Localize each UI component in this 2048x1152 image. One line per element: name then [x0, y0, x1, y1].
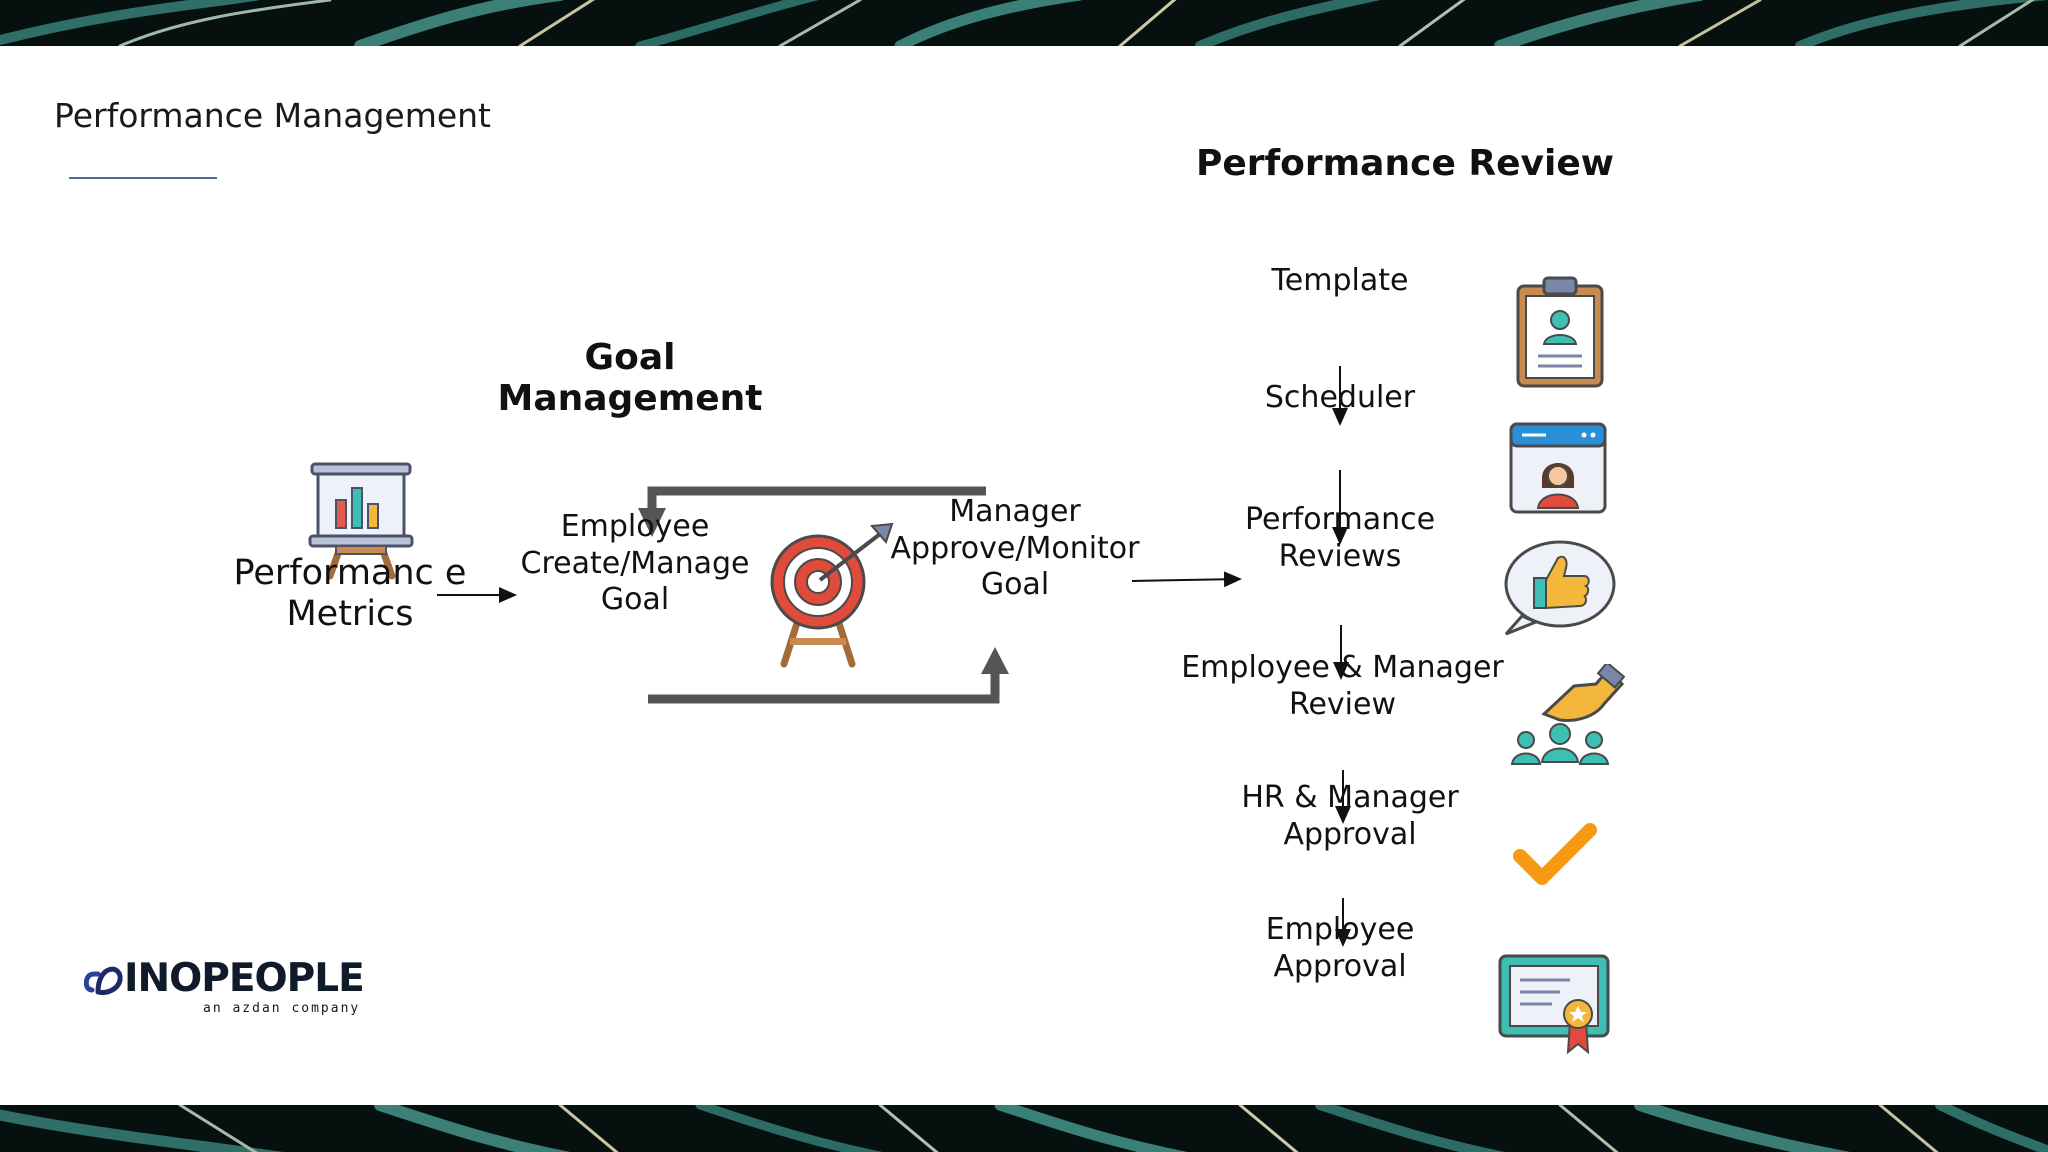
performance-review-heading: Performance Review	[1195, 143, 1615, 184]
performance-metrics-label: Performanc e Metrics	[233, 553, 467, 635]
slide-title: Performance Management	[54, 96, 491, 135]
goal-management-heading: Goal Management	[497, 337, 763, 420]
decorative-leaf-band-bottom	[0, 1105, 2048, 1152]
goal-to-review-arrow	[1131, 571, 1242, 588]
thumbs-up-bubble-icon	[1500, 538, 1618, 642]
review-step-template: Template	[1271, 263, 1409, 298]
checkmark-icon	[1512, 822, 1598, 896]
manager-goal-step: Manager Approve/Monitor Goal	[890, 494, 1140, 603]
presentation-chart-icon	[306, 458, 418, 584]
slide-canvas	[0, 46, 2048, 1105]
goal-loop-arrowhead-down	[638, 508, 666, 537]
review-step-scheduler: Scheduler	[1264, 380, 1416, 415]
goal-loop-arrow-top	[647, 486, 986, 510]
browser-profile-icon	[1506, 418, 1610, 522]
target-arrow-icon	[768, 520, 898, 672]
review-step-performance-reviews: Performance Reviews	[1244, 502, 1436, 574]
logo-tagline: an azdan company	[203, 1001, 361, 1016]
decorative-leaf-band-top	[0, 0, 2048, 46]
title-underline	[69, 177, 217, 179]
goal-loop-arrowhead-up	[981, 647, 1009, 674]
clipboard-profile-icon	[1510, 270, 1610, 394]
inopeople-logo: INOPEOPLE an azdan company	[84, 956, 384, 1026]
logo-mark-icon	[84, 966, 123, 995]
review-step-hr-manager: HR & Manager Approval	[1241, 780, 1459, 852]
goal-loop-arrow-bottom	[648, 672, 1000, 704]
team-hand-icon	[1504, 661, 1626, 776]
certificate-icon	[1496, 952, 1616, 1060]
employee-goal-step: Employee Create/Manage Goal	[520, 509, 750, 618]
logo-wordmark: INOPEOPLE	[124, 956, 365, 1001]
review-step-employee-approval: Employee Approval	[1265, 912, 1415, 984]
review-step-employee-manager: Employee & Manager Review	[1181, 650, 1504, 722]
